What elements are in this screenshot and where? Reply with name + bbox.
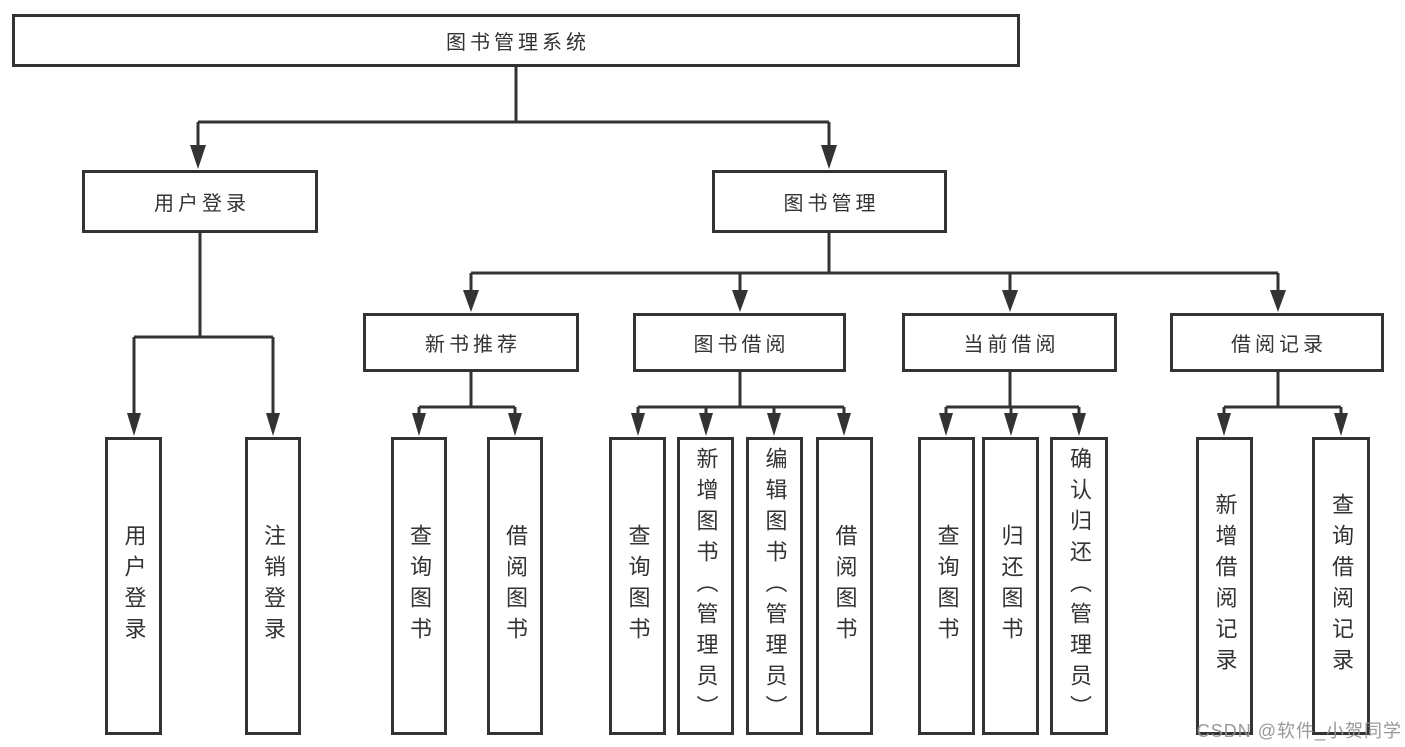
node-user-login-label: 用户登录 (154, 193, 250, 215)
leaf-query-books-3-label: 查询图书 (934, 524, 960, 648)
node-root-label: 图书管理系统 (446, 32, 590, 54)
node-new-book-recommend: 新书推荐 (363, 313, 579, 372)
leaf-query-books-3: 查询图书 (918, 437, 975, 735)
leaf-user-login-label: 用户登录 (121, 524, 147, 648)
node-new-book-recommend-label: 新书推荐 (425, 334, 521, 356)
leaf-logout-label: 注销登录 (261, 524, 286, 648)
leaf-query-books-1-label: 查询图书 (407, 524, 432, 648)
node-borrow-records: 借阅记录 (1170, 313, 1384, 372)
leaf-edit-book-admin: 编辑图书（管理员） (746, 437, 803, 735)
leaf-query-books-2: 查询图书 (609, 437, 666, 735)
leaf-add-book-admin-label: 新增图书（管理员） (693, 446, 719, 726)
leaf-borrow-books-2-label: 借阅图书 (832, 524, 858, 648)
leaf-borrow-books-2: 借阅图书 (816, 437, 873, 735)
leaf-query-books-2-label: 查询图书 (625, 524, 651, 648)
node-root: 图书管理系统 (12, 14, 1020, 67)
leaf-confirm-return-admin-label: 确认归还（管理员） (1067, 446, 1092, 726)
leaf-borrow-books-1-label: 借阅图书 (503, 524, 528, 648)
node-user-login: 用户登录 (82, 170, 318, 233)
leaf-query-books-1: 查询图书 (391, 437, 447, 735)
watermark: CSDN @软件_小贺同学 (1196, 721, 1402, 741)
leaf-user-login: 用户登录 (105, 437, 162, 735)
leaf-add-borrow-record: 新增借阅记录 (1196, 437, 1253, 735)
leaf-return-books-label: 归还图书 (998, 524, 1024, 648)
leaf-borrow-books-1: 借阅图书 (487, 437, 543, 735)
leaf-add-borrow-record-label: 新增借阅记录 (1212, 493, 1238, 679)
node-book-management: 图书管理 (712, 170, 947, 233)
node-borrow-records-label: 借阅记录 (1231, 334, 1327, 356)
leaf-return-books: 归还图书 (982, 437, 1039, 735)
leaf-query-borrow-record-label: 查询借阅记录 (1329, 493, 1354, 679)
leaf-edit-book-admin-label: 编辑图书（管理员） (762, 446, 788, 726)
leaf-add-book-admin: 新增图书（管理员） (677, 437, 734, 735)
leaf-confirm-return-admin: 确认归还（管理员） (1050, 437, 1108, 735)
node-book-borrow: 图书借阅 (633, 313, 846, 372)
node-book-management-label: 图书管理 (783, 193, 880, 215)
node-current-borrow-label: 当前借阅 (963, 334, 1060, 356)
leaf-logout: 注销登录 (245, 437, 301, 735)
leaf-query-borrow-record: 查询借阅记录 (1312, 437, 1370, 735)
node-current-borrow: 当前借阅 (902, 313, 1117, 372)
node-book-borrow-label: 图书借阅 (693, 334, 790, 356)
